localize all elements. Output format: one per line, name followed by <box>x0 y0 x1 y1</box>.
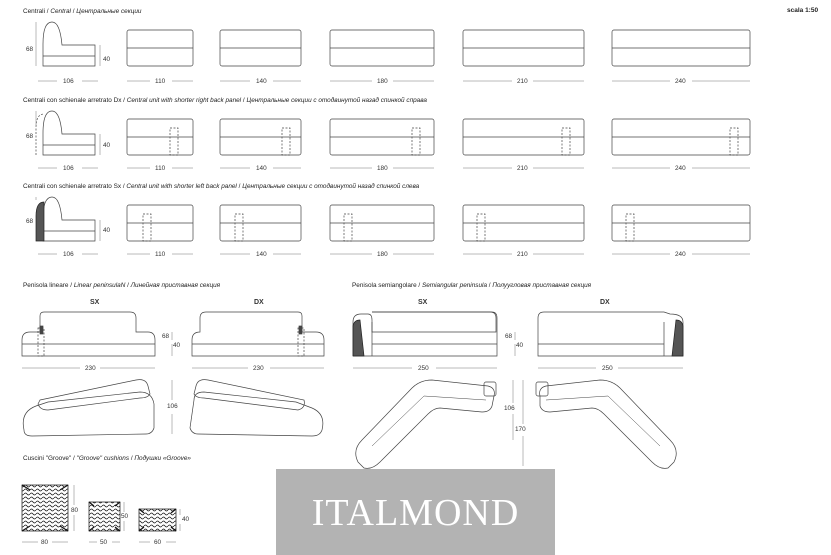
linear-peninsula-dx-top <box>189 379 324 437</box>
central-front-210-row3 <box>462 204 585 242</box>
section-header-linear-peninsula: Penisola lineare / Linear peninsulaN / Л… <box>23 282 221 289</box>
central-front-140-row2 <box>219 118 302 156</box>
dim-width-row3: 110 <box>155 251 166 258</box>
central-front-240-row2 <box>611 118 751 156</box>
dim-width-row1: 110 <box>155 78 166 85</box>
central-front-210-row1 <box>462 29 585 67</box>
central-front-140-row1 <box>219 29 302 67</box>
dim-semiangular-seat-height: 40 <box>516 342 524 349</box>
dim-semiangular-side-height: 68 <box>505 333 513 340</box>
dim-linear-depth: 106 <box>167 403 178 410</box>
dim-cushion-60-width: 60 <box>154 539 162 546</box>
dim-seat-height-row3: 40 <box>103 227 111 234</box>
dim-seat-height-row1: 40 <box>103 56 111 63</box>
dim-width-row2: 210 <box>517 165 528 172</box>
semiangular-peninsula-dx-front <box>537 311 684 357</box>
dim-cushion-50-height: 50 <box>121 513 129 520</box>
dim-semiangular-width-sx: 250 <box>418 365 429 372</box>
dim-width-row3: 240 <box>675 251 686 258</box>
dim-width-row2: 180 <box>377 165 388 172</box>
central-front-210-row2 <box>462 118 585 156</box>
section-header-semiangular-peninsula: Penisola semiangolare / Semiangular peni… <box>352 282 592 289</box>
dim-width-row1: 106 <box>63 78 74 85</box>
central-front-180-row1 <box>329 29 435 67</box>
dim-width-row3: 180 <box>377 251 388 258</box>
dim-width-row1: 140 <box>256 78 267 85</box>
central-front-110-row2 <box>126 118 194 156</box>
dim-width-row2: 110 <box>155 165 166 172</box>
label-dx-linear: DX <box>254 299 264 306</box>
dim-side-height-row3: 68 <box>26 218 34 225</box>
dim-linear-width-dx: 230 <box>253 365 264 372</box>
section-header-groove-cushions: Cuscini "Groove" / "Groove" cushions / П… <box>23 455 191 462</box>
dim-cushion-80-width: 80 <box>41 539 49 546</box>
central-front-240-row1 <box>611 29 751 67</box>
section-header-central: Centrali / Central / Центральные секции <box>23 8 142 15</box>
linear-peninsula-dx-front <box>191 311 325 357</box>
dim-cushion-50-width: 50 <box>100 539 108 546</box>
horizontal-dimension-lines <box>38 80 750 255</box>
vertical-dimension-lines <box>35 22 101 241</box>
central-front-180-row3 <box>329 204 435 242</box>
dim-semiangular-depth-b: 170 <box>515 426 526 433</box>
groove-cushion-50 <box>88 501 121 532</box>
dim-width-row3: 210 <box>517 251 528 258</box>
dim-width-row1: 180 <box>377 78 388 85</box>
dim-semiangular-depth-a: 106 <box>504 405 515 412</box>
central-front-110-row3 <box>126 204 194 242</box>
groove-cushion-60 <box>138 508 177 532</box>
section-header-central-sx: Centrali con schienale arretrato Sx / Ce… <box>23 183 420 190</box>
central-side-profile-row1 <box>42 21 96 67</box>
semiangular-peninsula-sx-front <box>352 311 498 357</box>
dim-linear-side-height: 68 <box>162 333 170 340</box>
central-side-profile-row3 <box>35 196 96 242</box>
dim-width-row2: 140 <box>256 165 267 172</box>
central-front-180-row2 <box>329 118 435 156</box>
dim-width-row3: 106 <box>63 251 74 258</box>
watermark-box: ITALMOND <box>276 469 555 555</box>
dim-seat-height-row2: 40 <box>103 142 111 149</box>
dim-width-row2: 106 <box>63 165 74 172</box>
semiangular-peninsula-dx-top <box>535 379 677 469</box>
central-front-240-row3 <box>611 204 751 242</box>
linear-peninsula-sx-front <box>21 311 156 357</box>
label-sx-linear: SX <box>90 299 100 306</box>
linear-peninsula-sx-top <box>22 379 155 437</box>
groove-cushion-80 <box>21 484 69 532</box>
central-side-profile-row2 <box>35 110 96 156</box>
dim-width-row1: 240 <box>675 78 686 85</box>
dim-linear-width-sx: 230 <box>85 365 96 372</box>
central-front-140-row3 <box>219 204 302 242</box>
dim-semiangular-width-dx: 250 <box>602 365 613 372</box>
label-sx-semiangular: SX <box>418 299 428 306</box>
dim-side-height-row1: 68 <box>26 46 34 53</box>
scale-label: scala 1:50 <box>787 7 819 14</box>
section-header-central-dx: Centrali con schienale arretrato Dx / Ce… <box>23 97 427 104</box>
label-dx-semiangular: DX <box>600 299 610 306</box>
dim-width-row3: 140 <box>256 251 267 258</box>
dim-cushion-60-height: 40 <box>182 516 190 523</box>
dim-width-row2: 240 <box>675 165 686 172</box>
semiangular-peninsula-sx-top <box>355 379 497 469</box>
watermark-text: ITALMOND <box>311 492 520 534</box>
dim-width-row1: 210 <box>517 78 528 85</box>
dim-side-height-row2: 68 <box>26 133 34 140</box>
dim-cushion-80-height: 80 <box>71 507 79 514</box>
central-front-110-row1 <box>126 29 194 67</box>
dim-linear-seat-height: 40 <box>173 342 181 349</box>
